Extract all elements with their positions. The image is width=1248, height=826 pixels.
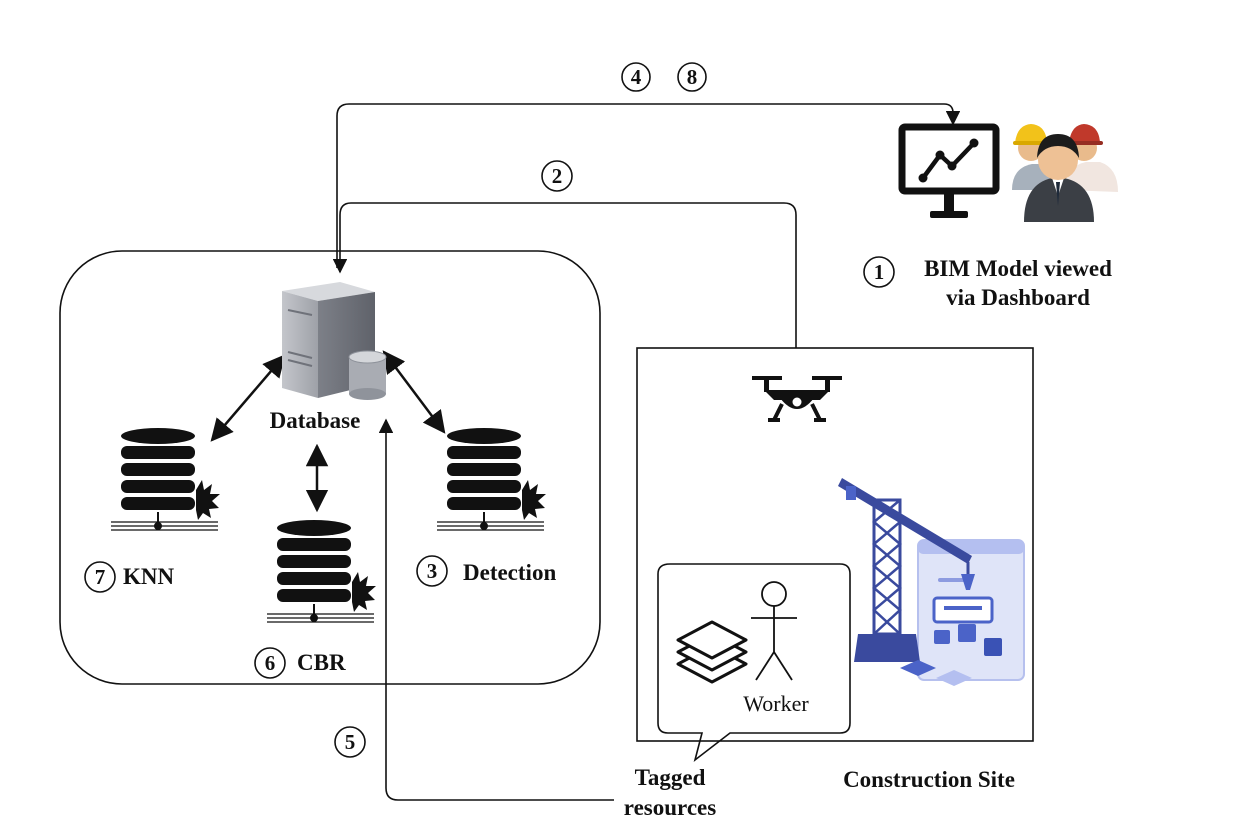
step-number: 2 [552,164,563,188]
stakeholders-icon [1012,124,1118,222]
step-number: 7 [95,565,106,589]
construction-crane-icon [838,478,1025,686]
stick-figure-icon [751,581,797,681]
knn-label: KNN [123,564,175,589]
flow-line-tagged [378,418,614,801]
worker-callout [657,563,851,763]
cbr-database-icon [267,520,376,623]
processing-container [59,250,601,685]
arrow-db-detection [382,350,446,434]
arrow-db-knn [210,354,286,442]
step-badge-2: 2 [541,160,573,192]
layers-icon [676,620,748,684]
step-badge-7: 7 [84,561,116,593]
step-badge-1: 1 [863,256,895,288]
step-badge-6: 6 [254,647,286,679]
worker-label: Worker [743,691,809,716]
step-badge-8: 8 [677,62,707,92]
cbr-label: CBR [297,650,346,675]
step-number: 4 [631,65,642,89]
drone-icon [752,376,842,422]
bim-label-line2: via Dashboard [946,285,1090,310]
construction-site-label: Construction Site [843,767,1015,792]
step-number: 6 [265,651,276,675]
step-badge-5: 5 [334,726,366,758]
dashboard-monitor-icon [898,123,1000,218]
flow-line-drone [332,202,797,348]
knn-database-icon [111,428,220,531]
database-label: Database [270,408,361,433]
flow-line-dashboard [336,103,961,268]
tagged-label-line1: Tagged [635,765,706,790]
step-number: 3 [427,559,438,583]
step-number: 8 [687,65,698,89]
bim-label-line1: BIM Model viewed [924,256,1112,281]
detection-label: Detection [463,560,556,585]
database-server-icon [282,282,387,400]
step-number: 5 [345,730,356,754]
step-badge-3: 3 [416,555,448,587]
tagged-label-line2: resources [624,795,716,820]
step-number: 1 [874,260,885,284]
detection-database-icon [437,428,546,531]
step-badge-4: 4 [621,62,651,92]
construction-site-box [636,347,1034,742]
